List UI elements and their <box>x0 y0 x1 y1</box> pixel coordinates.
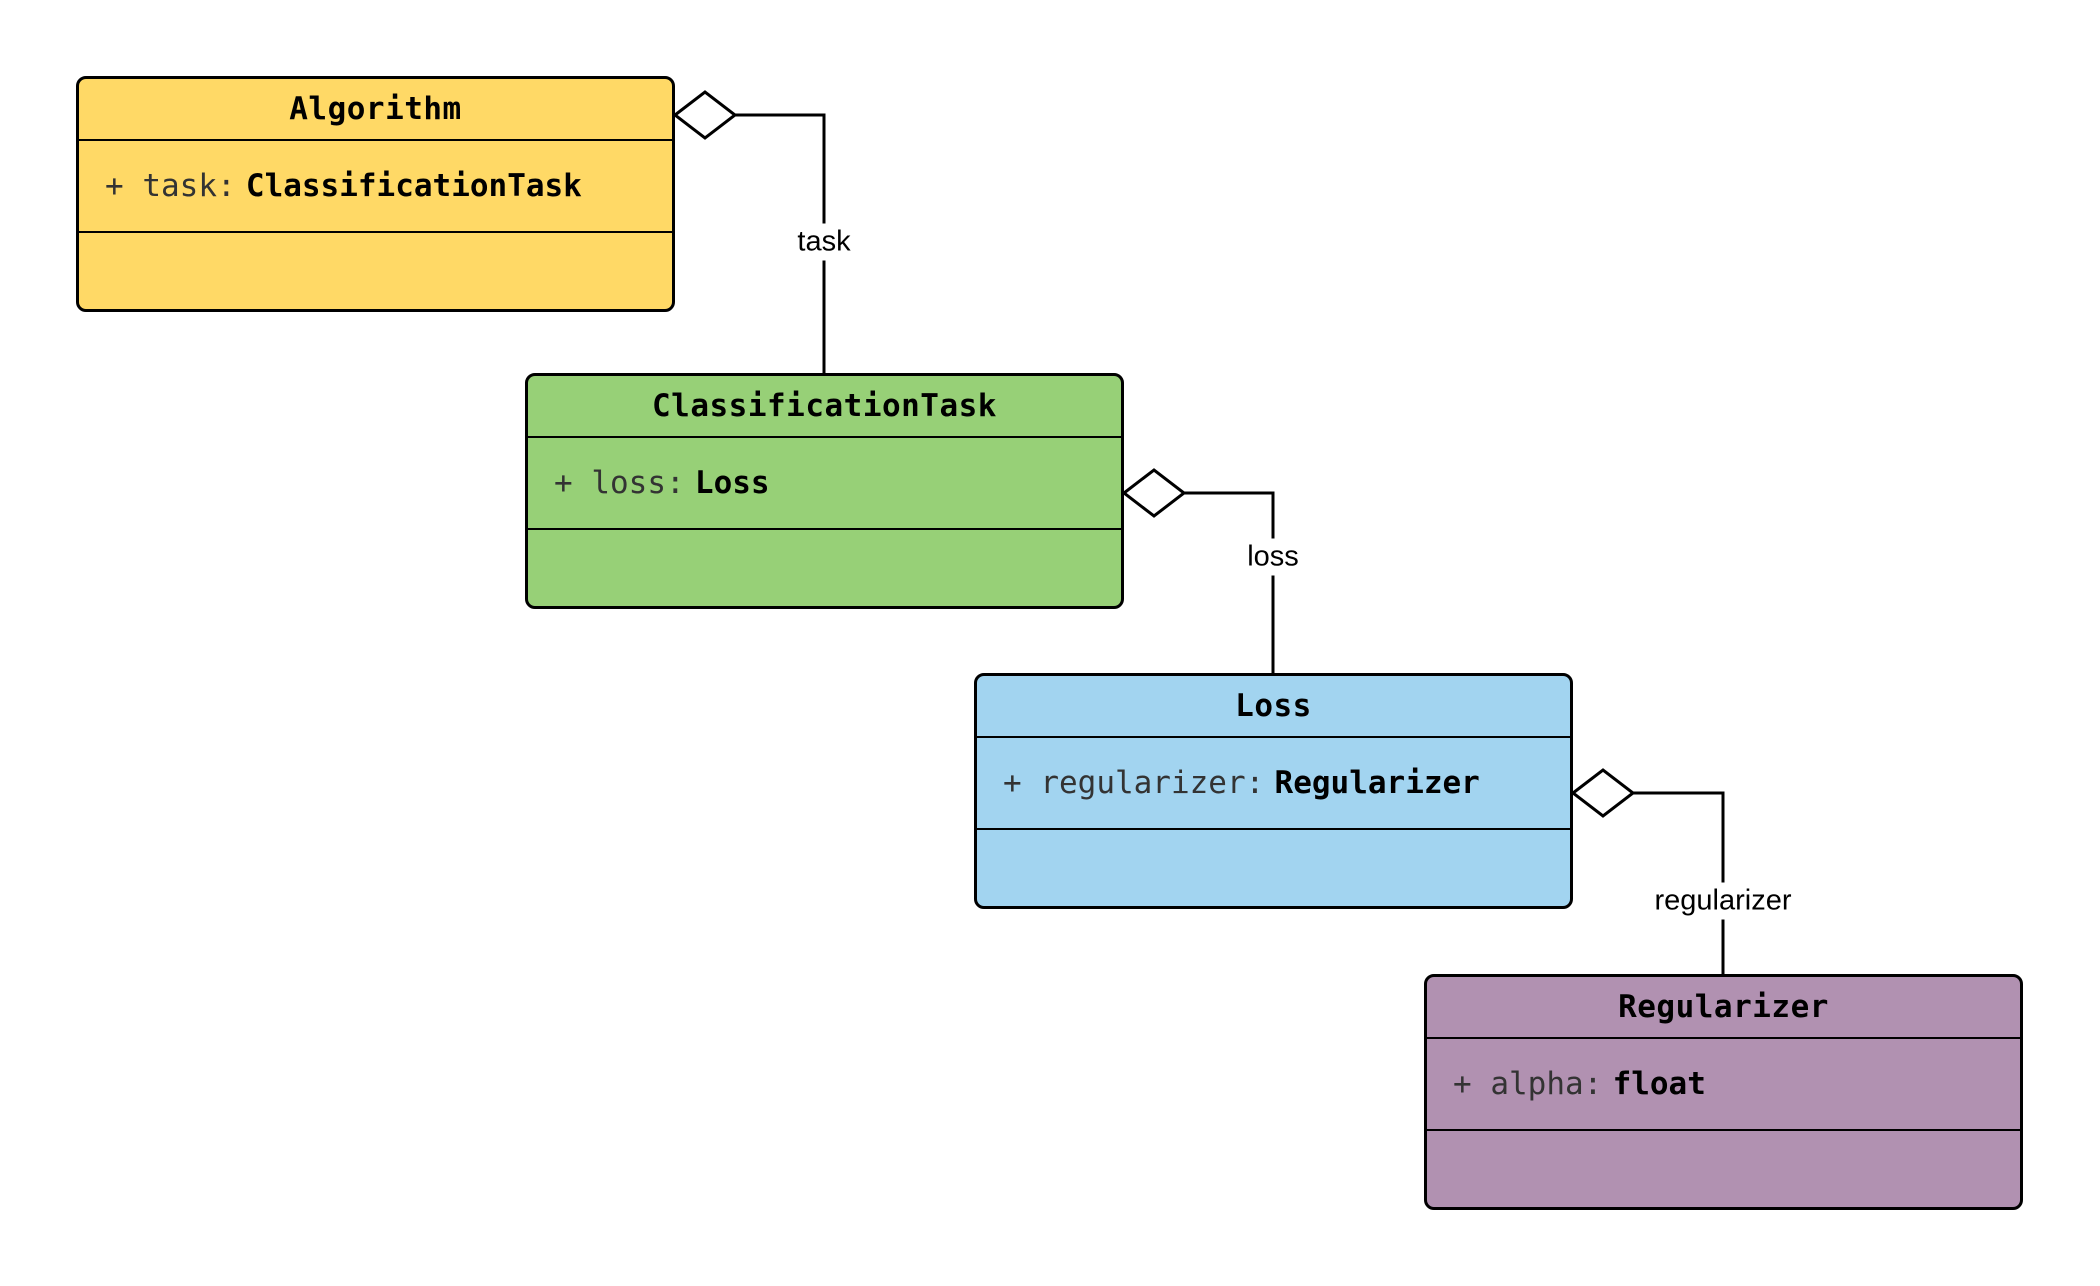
attribute-type: Loss <box>694 465 770 501</box>
class-regularizer: Regularizer + alpha: float <box>1424 974 2023 1210</box>
class-methods-compartment <box>977 830 1570 906</box>
class-methods-compartment <box>528 530 1121 606</box>
class-algorithm: Algorithm + task: ClassificationTask <box>76 76 675 312</box>
aggregation-diamond-icon <box>672 90 738 140</box>
class-loss: Loss + regularizer: Regularizer <box>974 673 1573 909</box>
class-title: Algorithm <box>79 79 672 141</box>
relation-label-loss: loss <box>1237 538 1309 576</box>
relation-line-loss <box>1184 491 1275 673</box>
relation-regularizer <box>1570 768 1725 974</box>
attribute-name: + alpha: <box>1453 1066 1603 1102</box>
class-title: ClassificationTask <box>528 376 1121 438</box>
class-attributes: + regularizer: Regularizer <box>977 738 1570 830</box>
attribute-name: + loss: <box>554 465 685 501</box>
class-title: Loss <box>977 676 1570 738</box>
class-classificationtask: ClassificationTask + loss: Loss <box>525 373 1124 609</box>
class-methods-compartment <box>79 233 672 309</box>
attribute-type: Regularizer <box>1274 765 1480 801</box>
class-attributes: + task: ClassificationTask <box>79 141 672 233</box>
attribute-type: float <box>1612 1066 1706 1102</box>
relation-label-task: task <box>787 223 861 261</box>
class-title: Regularizer <box>1427 977 2020 1039</box>
attribute-type: ClassificationTask <box>245 168 582 204</box>
class-methods-compartment <box>1427 1131 2020 1207</box>
aggregation-diamond-icon <box>1121 468 1187 518</box>
attribute-name: + task: <box>105 168 236 204</box>
aggregation-diamond-icon <box>1570 768 1636 818</box>
class-attributes: + alpha: float <box>1427 1039 2020 1131</box>
attribute-name: + regularizer: <box>1003 765 1265 801</box>
class-attributes: + loss: Loss <box>528 438 1121 530</box>
relation-label-regularizer: regularizer <box>1644 882 1802 920</box>
